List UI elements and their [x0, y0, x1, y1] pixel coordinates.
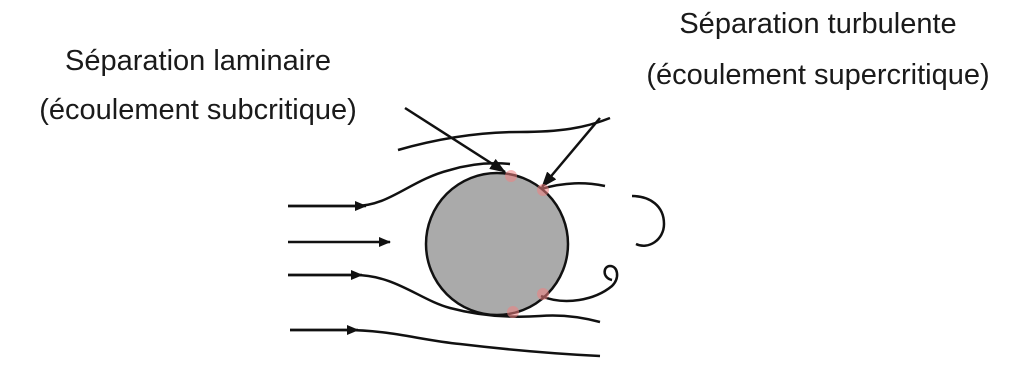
laminar-label-line1: Séparation laminaire	[65, 45, 331, 77]
turbulent-label-line1: Séparation turbulente	[679, 8, 956, 40]
wake-upper-line	[541, 183, 605, 189]
laminar-separation-marker-bottom	[507, 306, 519, 318]
turbulent-label-line2: (écoulement supercritique)	[646, 59, 989, 91]
wake-vortex	[632, 196, 664, 246]
laminar-separation-marker-top	[505, 170, 517, 182]
streamline-bottom-outer	[290, 330, 600, 356]
turbulent-separation-marker-top	[537, 184, 549, 196]
laminar-label-line2: (écoulement subcritique)	[39, 94, 357, 126]
turbulent-separation-marker-bottom	[537, 288, 549, 300]
